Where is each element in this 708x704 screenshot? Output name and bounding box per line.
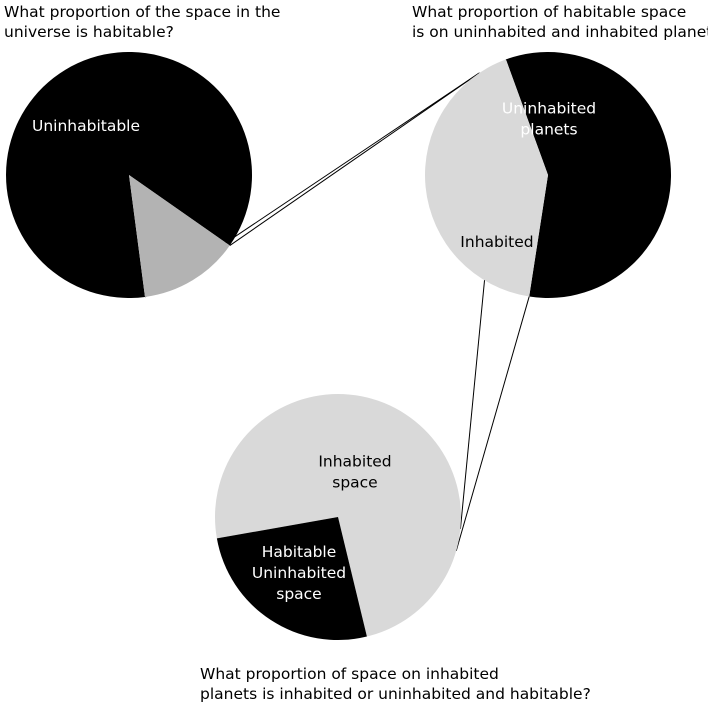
question-line: universe is habitable? xyxy=(4,23,174,41)
pie-label-inhabited-planets: Inhabited planets xyxy=(460,233,595,251)
pie-slice-habitable xyxy=(129,175,230,297)
pie-label-uninhabitable: Uninhabitable xyxy=(32,117,140,135)
connector-line xyxy=(229,73,479,246)
pie-label-habitable: Habitable xyxy=(165,152,240,170)
question-inhabited-space: What proportion of space on inhabited pl… xyxy=(200,664,591,704)
pie-slice-uninhabitable xyxy=(6,51,253,298)
connector-line xyxy=(455,296,530,552)
question-line: is on uninhabited and inhabited planets? xyxy=(412,23,708,41)
pie-slice-uninhabited-planets xyxy=(505,51,672,298)
question-line: What proportion of the space in the xyxy=(4,3,281,21)
question-line: What proportion of space on inhabited xyxy=(200,665,499,683)
pie-slice-inhabited-planets xyxy=(425,59,548,297)
question-universe-habitable: What proportion of the space in the univ… xyxy=(4,2,280,42)
question-line: planets is inhabited or uninhabited and … xyxy=(200,685,591,703)
pie-slice-habitable-uninhabited-space xyxy=(216,517,367,640)
pie-slice-inhabited-space xyxy=(215,393,462,637)
question-habitable-planets: What proportion of habitable space is on… xyxy=(412,2,708,42)
question-line: What proportion of habitable space xyxy=(412,3,687,21)
